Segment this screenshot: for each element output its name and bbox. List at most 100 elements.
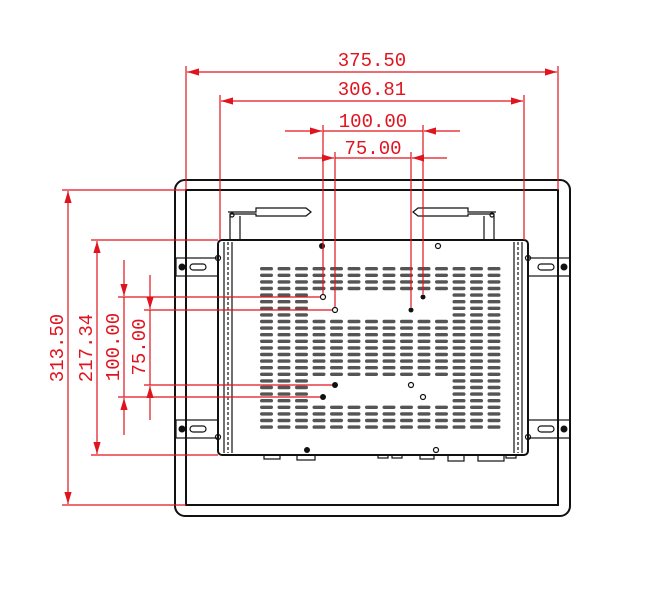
vent-slot xyxy=(295,346,308,350)
vent-slot xyxy=(487,306,501,310)
vent-slot xyxy=(365,418,378,423)
vent-slot xyxy=(435,346,448,350)
vent-slot xyxy=(260,319,273,324)
vent-slot xyxy=(295,412,308,416)
vent-slot xyxy=(382,286,396,291)
vent-slot xyxy=(260,346,273,350)
vent-slot xyxy=(260,366,273,370)
vent-slot xyxy=(487,412,501,416)
vent-slot xyxy=(417,286,431,291)
vent-slot xyxy=(382,339,396,343)
vent-slot xyxy=(417,359,431,363)
vent-slot xyxy=(382,366,396,370)
vent-slot xyxy=(382,352,396,357)
vent-slot xyxy=(487,366,501,370)
vent-slot xyxy=(277,300,291,304)
vent-slot xyxy=(295,313,308,317)
vent-slot xyxy=(487,379,501,383)
vent-slot xyxy=(295,366,308,370)
vent-slot xyxy=(452,425,466,429)
vent-slot xyxy=(260,418,273,423)
vent-slot xyxy=(295,352,308,357)
vent-slot xyxy=(312,339,326,343)
vent-slot xyxy=(260,273,273,277)
vent-slot xyxy=(260,405,273,409)
mount-bracket-left-bottom xyxy=(175,419,219,439)
vent-slot xyxy=(330,352,343,357)
vent-slot xyxy=(330,346,343,350)
vent-slot xyxy=(347,366,361,370)
vent-slot xyxy=(347,267,361,271)
vent-slot xyxy=(277,293,291,297)
vent-slot xyxy=(365,333,378,337)
vent-slot xyxy=(470,418,483,423)
vent-slot xyxy=(417,273,431,277)
vent-slot xyxy=(295,359,308,363)
vent-slot xyxy=(365,339,378,343)
vent-slot xyxy=(452,267,466,271)
vent-slot xyxy=(295,392,308,396)
vent-slot xyxy=(330,280,343,284)
vent-slot xyxy=(435,333,448,337)
vent-slot xyxy=(295,319,308,324)
vent-slot xyxy=(452,372,466,376)
vent-slot xyxy=(277,326,291,330)
dimension-label: 100.00 xyxy=(339,111,407,133)
vent-slot xyxy=(452,366,466,370)
vent-slot xyxy=(487,313,501,317)
vent-slot xyxy=(260,293,273,297)
vent-slot xyxy=(347,405,361,409)
vent-slot xyxy=(435,339,448,343)
vesa-holes xyxy=(319,293,427,401)
vent-slot xyxy=(330,273,343,277)
vent-slot xyxy=(295,280,308,284)
vent-slot xyxy=(470,359,483,363)
vent-slot xyxy=(382,280,396,284)
vent-slot xyxy=(260,300,273,304)
vent-slot xyxy=(312,418,326,423)
vent-slot xyxy=(452,286,466,291)
vent-slot xyxy=(295,286,308,291)
vent-slot xyxy=(312,412,326,416)
vent-slot xyxy=(452,418,466,423)
vent-slot xyxy=(295,425,308,429)
vent-slot xyxy=(312,372,326,376)
vent-slot xyxy=(330,412,343,416)
vent-slot xyxy=(277,392,291,396)
vent-slot xyxy=(295,267,308,271)
vent-slot xyxy=(435,372,448,376)
dimension-vesa-75-height: 75.00 xyxy=(129,275,332,420)
vent-slot xyxy=(435,286,448,291)
vent-slot xyxy=(487,372,501,376)
vent-slot xyxy=(277,306,291,310)
mount-bracket-left-top xyxy=(175,257,219,277)
vent-slot xyxy=(470,346,483,350)
vent-slot xyxy=(260,425,273,429)
vent-slot xyxy=(330,366,343,370)
vent-slot xyxy=(470,366,483,370)
vent-slot xyxy=(312,352,326,357)
vent-slot xyxy=(382,359,396,363)
dimension-label: 100.00 xyxy=(103,313,125,381)
vent-slot xyxy=(417,418,431,423)
vent-slot xyxy=(435,326,448,330)
vent-slot xyxy=(487,359,501,363)
vent-slot xyxy=(470,405,483,409)
vent-slot xyxy=(260,392,273,396)
vent-slot xyxy=(277,333,291,337)
vent-slot xyxy=(435,366,448,370)
vent-slot xyxy=(452,326,466,330)
vent-slot xyxy=(365,346,378,350)
vent-slot xyxy=(470,286,483,291)
vent-slot xyxy=(312,286,326,291)
vent-slot xyxy=(470,425,483,429)
vent-slot xyxy=(347,273,361,277)
vent-slot xyxy=(417,352,431,357)
vent-slot xyxy=(365,372,378,376)
vent-slot xyxy=(487,352,501,357)
vent-slot xyxy=(295,300,308,304)
vent-slot xyxy=(365,286,378,291)
vent-slot xyxy=(452,346,466,350)
vent-slot xyxy=(295,418,308,423)
vent-slot xyxy=(400,372,413,376)
